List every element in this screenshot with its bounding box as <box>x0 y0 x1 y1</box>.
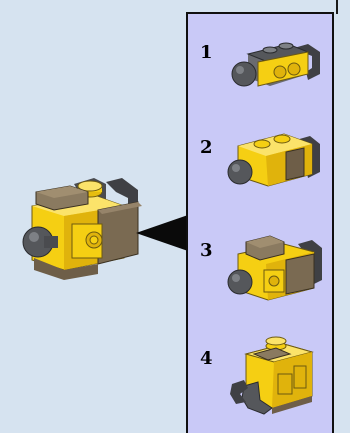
callout-pointer <box>136 213 188 253</box>
steps-callout-panel: 1 2 3 4 <box>186 12 334 433</box>
step-number-2: 2 <box>200 137 213 158</box>
step-2-image <box>224 122 324 194</box>
top-edge-line <box>336 0 338 14</box>
step-1-image <box>224 34 324 98</box>
step-3-image <box>224 224 324 304</box>
step-number-4: 4 <box>200 348 213 369</box>
main-submodel-image <box>14 170 144 280</box>
step-4-image <box>224 328 324 418</box>
step-number-3: 3 <box>200 240 213 261</box>
step-number-1: 1 <box>200 42 213 63</box>
